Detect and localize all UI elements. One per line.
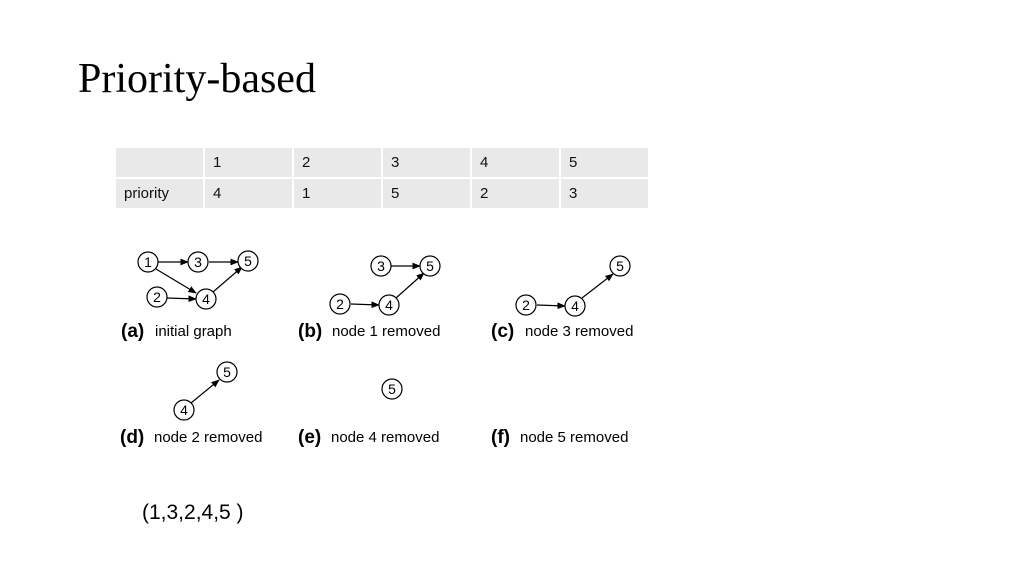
node-label: 1 <box>144 254 152 270</box>
panel-caption: node 2 removed <box>154 429 262 446</box>
node-circle: 3 <box>187 251 209 273</box>
node-circle: 5 <box>609 255 631 277</box>
table-cell: 3 <box>382 148 472 179</box>
edge-2-4 <box>536 302 566 310</box>
edge-1-4 <box>155 268 197 294</box>
panel-caption: node 4 removed <box>331 429 439 446</box>
edge-2-4 <box>166 295 197 303</box>
node-label: 5 <box>223 364 231 380</box>
panel-caption: node 3 removed <box>525 323 633 340</box>
node-circle: 2 <box>515 294 537 316</box>
node-label: 2 <box>153 289 161 305</box>
edge-2-4 <box>350 301 380 309</box>
table-header-row: 1 2 3 4 5 <box>116 148 650 179</box>
edge-4-5 <box>395 272 425 299</box>
result-sequence: (1,3,2,4,5 ) <box>142 501 244 524</box>
table-cell: 5 <box>560 148 650 179</box>
panel-caption: node 5 removed <box>520 429 628 446</box>
table-cell: 2 <box>293 148 383 179</box>
node-circle: 1 <box>137 251 159 273</box>
node-label: 5 <box>616 258 624 274</box>
edge-4-5 <box>212 266 243 293</box>
node-label: 2 <box>522 297 530 313</box>
panel-b: 3 5 2 4 (b) node 1 removed <box>298 255 441 342</box>
node-label: 5 <box>388 381 396 397</box>
node-circle: 5 <box>216 361 238 383</box>
panel-f: (f) node 5 removed <box>491 427 628 448</box>
table-cell: 5 <box>382 178 472 210</box>
node-label: 4 <box>571 298 579 314</box>
table-cell: 1 <box>293 178 383 210</box>
node-label: 4 <box>385 297 393 313</box>
page-title: Priority-based <box>78 56 316 102</box>
node-circle: 4 <box>378 294 400 316</box>
panel-caption: initial graph <box>155 323 232 340</box>
node-label: 3 <box>194 254 202 270</box>
node-circle: 2 <box>329 293 351 315</box>
panel-letter: (d) <box>120 427 144 448</box>
table-cell: 2 <box>471 178 561 210</box>
node-circle: 5 <box>381 378 403 400</box>
panel-caption: node 1 removed <box>332 323 440 340</box>
node-label: 5 <box>244 253 252 269</box>
table-cell: 4 <box>471 148 561 179</box>
node-circle: 3 <box>370 255 392 277</box>
panel-a: 1 3 5 2 4 (a) initial graph <box>121 250 259 342</box>
panel-letter: (e) <box>298 427 321 448</box>
table-cell: 1 <box>204 148 294 179</box>
table-cell: 4 <box>204 178 294 210</box>
panel-letter: (b) <box>298 321 322 342</box>
node-circle: 4 <box>173 399 195 421</box>
panel-e: 5 (e) node 4 removed <box>298 378 439 448</box>
panel-d: 5 4 (d) node 2 removed <box>120 361 262 448</box>
node-label: 3 <box>377 258 385 274</box>
priority-table: 1 2 3 4 5 priority 4 1 5 2 3 <box>116 148 650 210</box>
node-circle: 2 <box>146 286 168 308</box>
node-circle: 4 <box>195 288 217 310</box>
table-cell <box>116 148 205 179</box>
panel-letter: (c) <box>491 321 514 342</box>
table-cell: 3 <box>560 178 650 210</box>
node-label: 2 <box>336 296 344 312</box>
table-row: priority 4 1 5 2 3 <box>116 178 650 210</box>
node-label: 5 <box>426 258 434 274</box>
table-cell: priority <box>116 178 205 210</box>
node-circle: 5 <box>237 250 259 272</box>
node-circle: 4 <box>564 295 586 317</box>
node-circle: 5 <box>419 255 441 277</box>
panel-letter: (a) <box>121 321 144 342</box>
panel-c: 5 2 4 (c) node 3 removed <box>491 255 633 342</box>
panel-letter: (f) <box>491 427 510 448</box>
edge-4-5 <box>190 379 220 404</box>
node-label: 4 <box>202 291 210 307</box>
edge-4-5 <box>581 273 614 299</box>
node-label: 4 <box>180 402 188 418</box>
